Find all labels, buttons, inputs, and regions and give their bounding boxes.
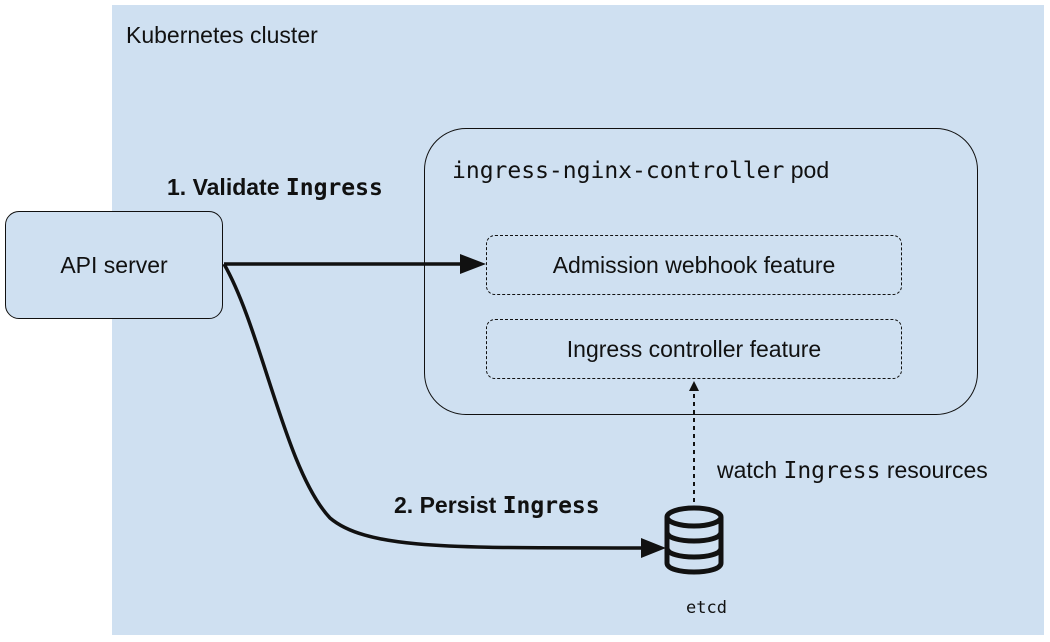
validate-object: Ingress bbox=[285, 175, 383, 201]
admission-webhook-feature: Admission webhook feature bbox=[486, 235, 902, 295]
etcd-label: etcd bbox=[686, 598, 727, 618]
pod-label: ingress-nginx-controller pod bbox=[452, 155, 829, 186]
ingress-controller-feature: Ingress controller feature bbox=[486, 319, 902, 379]
persist-edge-label: 2. Persist Ingress bbox=[394, 490, 600, 521]
persist-object: Ingress bbox=[502, 493, 600, 519]
ingress-controller-label: Ingress controller feature bbox=[566, 335, 822, 362]
validate-prefix: 1. Validate bbox=[167, 174, 280, 200]
cluster-label: Kubernetes cluster bbox=[126, 22, 318, 48]
ingress-controller-pod bbox=[424, 128, 978, 415]
validate-arrowhead bbox=[460, 254, 486, 274]
watch-edge-label: watch Ingress resources bbox=[717, 455, 988, 486]
api-server-label: API server bbox=[60, 251, 168, 278]
pod-name: ingress-nginx-controller bbox=[452, 158, 785, 184]
persist-edge bbox=[222, 263, 645, 550]
kubernetes-cluster-region bbox=[112, 5, 1044, 635]
admission-webhook-label: Admission webhook feature bbox=[552, 251, 836, 278]
persist-prefix: 2. Persist bbox=[394, 492, 497, 518]
database-icon bbox=[664, 505, 724, 575]
watch-arrowhead bbox=[689, 381, 699, 391]
api-server-node: API server bbox=[5, 211, 223, 319]
watch-prefix: watch bbox=[717, 457, 778, 483]
watch-suffix: resources bbox=[886, 457, 988, 483]
pod-suffix: pod bbox=[790, 157, 830, 183]
watch-object: Ingress bbox=[783, 458, 881, 484]
persist-arrowhead bbox=[641, 538, 666, 558]
validate-edge-label: 1. Validate Ingress bbox=[167, 172, 383, 203]
